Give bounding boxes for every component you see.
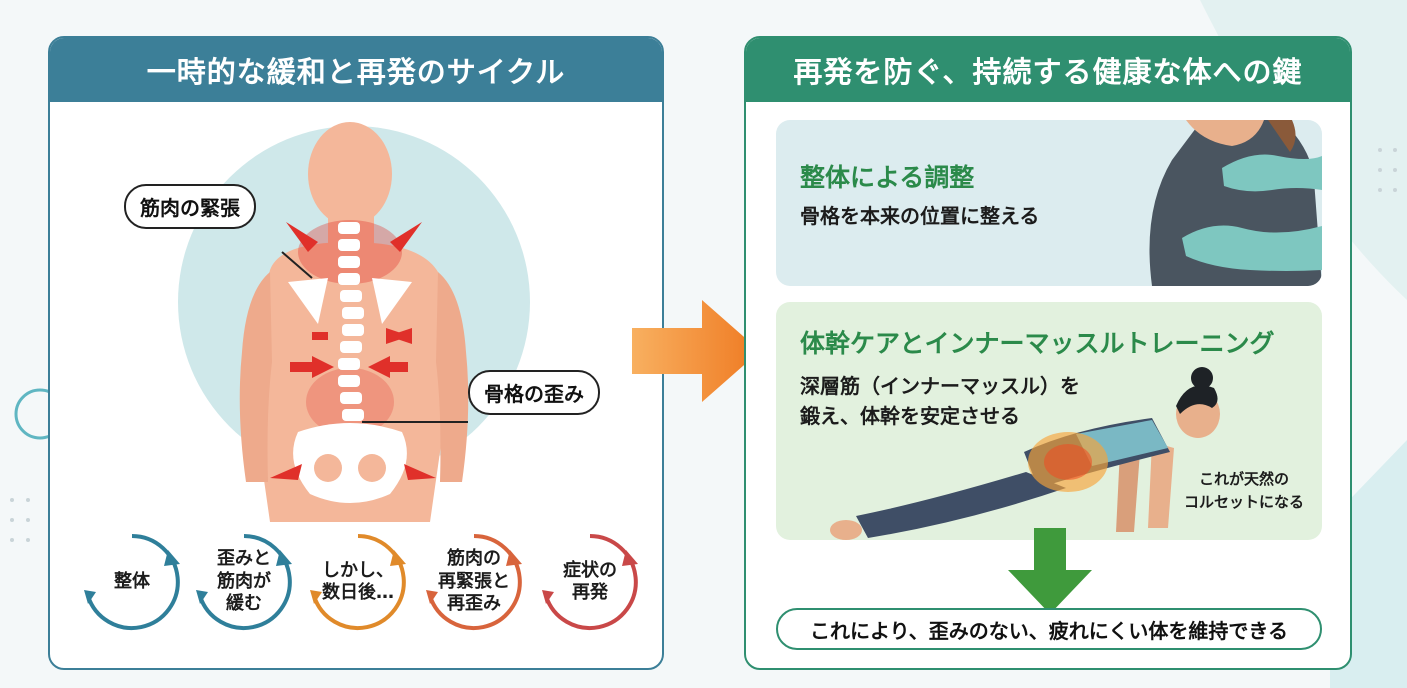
cycle-ring-icon [196,534,292,630]
cycle-step-label: しかし、数日後… [322,559,394,604]
cycle-ring-icon [426,534,522,630]
natural-corset-note: これが天然の コルセットになる [1184,468,1304,513]
cycle-step-label: 筋肉の再緊張と再歪み [438,548,510,615]
skeletal-distortion-callout: 骨格の歪み [468,370,600,415]
human-back-illustration [178,122,530,522]
down-arrow-icon [1008,528,1092,614]
cycle-step-label: 整体 [114,570,150,592]
cycle-step: 筋肉の再緊張と再歪み [422,530,526,634]
relapse-cycle-title: 一時的な緩和と再発のサイクル [50,38,662,102]
adjustment-card: 整体による調整 骨格を本来の位置に整える [776,120,1322,286]
cycle-step-label: 症状の再発 [563,559,617,604]
natural-corset-note-line-2: コルセットになる [1184,492,1305,511]
muscle-tension-callout: 筋肉の緊張 [124,184,256,229]
core-care-text-line-2: 鍛え、体幹を安定させる [800,404,1020,428]
chiropractor-hands-illustration [1149,120,1322,286]
relapse-cycle-panel: 一時的な緩和と再発のサイクル [48,36,664,670]
core-care-text-line-1: 深層筋（インナーマッスル）を [800,374,1080,398]
conclusion-banner: これにより、歪みのない、疲れにくい体を維持できる [776,608,1322,650]
cycle-step-label: 歪みと筋肉が緩む [217,548,271,615]
prevention-key-title: 再発を防ぐ、持続する健康な体への鍵 [746,38,1350,102]
cycle-ring-icon [84,534,180,630]
cycle-step: しかし、数日後… [306,530,410,634]
transition-arrow-icon [632,300,760,402]
cycle-ring-icon [542,534,638,630]
adjustment-text: 骨格を本来の位置に整える [800,204,1040,228]
cycle-step: 症状の再発 [538,530,642,634]
core-care-card: 体幹ケアとインナーマッスルトレーニング 深層筋（インナーマッスル）を 鍛え、体幹… [776,302,1322,540]
prevention-key-panel: 再発を防ぐ、持続する健康な体への鍵 整体による調整 骨格を本来の位置に整える [744,36,1352,670]
adjustment-title: 整体による調整 [800,163,975,192]
natural-corset-note-line-1: これが天然の [1199,470,1290,488]
cycle-ring-icon [310,534,406,630]
relapse-cycle-steps: 整体 歪みと筋肉が緩む しかし、数日後… 筋肉の再緊張と再歪み 症状の再発 [80,526,640,646]
plank-exercise-illustration [830,367,1220,540]
cycle-step: 歪みと筋肉が緩む [192,530,296,634]
core-care-title: 体幹ケアとインナーマッスルトレーニング [800,329,1275,358]
cycle-step: 整体 [80,530,184,634]
